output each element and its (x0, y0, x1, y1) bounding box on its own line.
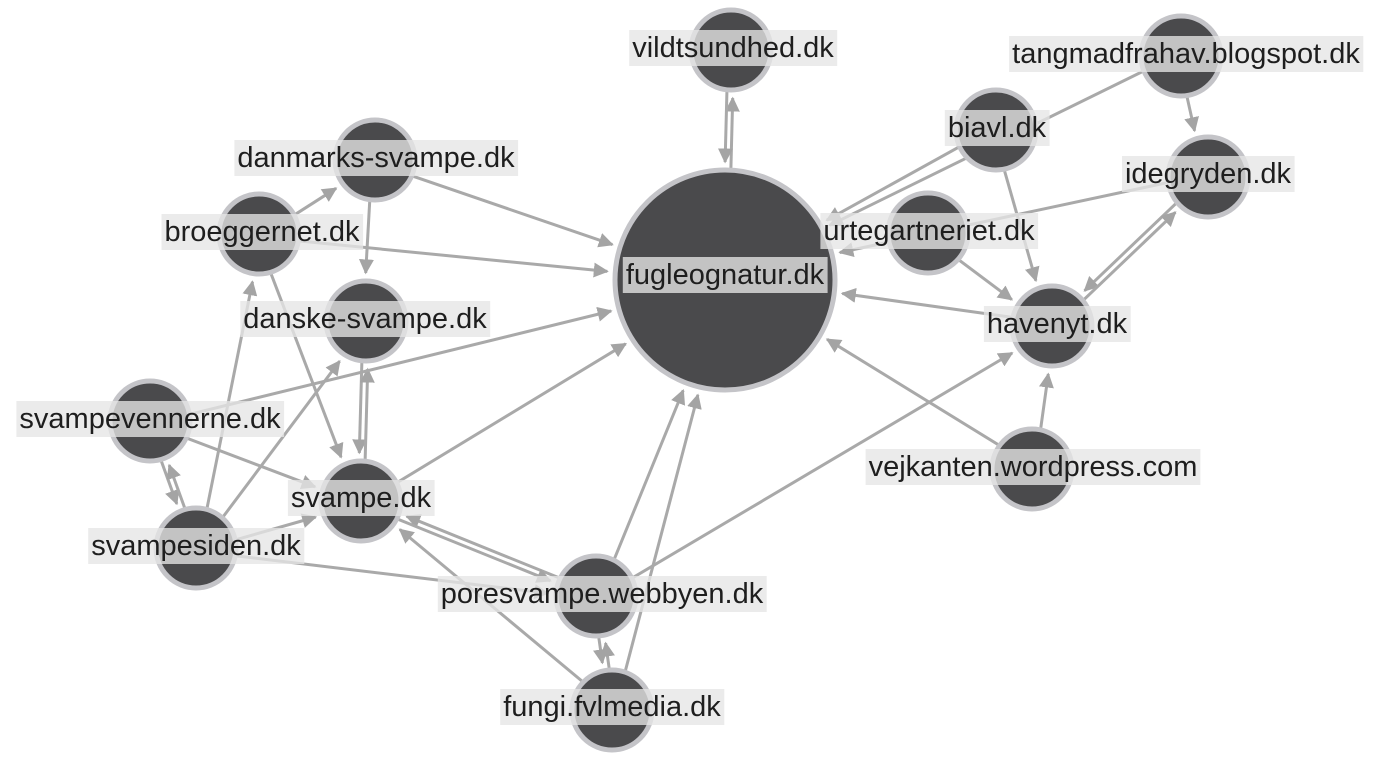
labels-layer: fugleognatur.dk vildtsundhed.dk tangmadfra… (16, 30, 1364, 725)
label-background (500, 689, 725, 725)
node-label-poresvampe: poresvampe.webbyen.dk (437, 576, 767, 612)
node-label-danske-svampe: danske-svampe.dk (240, 301, 491, 337)
label-background (865, 449, 1201, 485)
node-label-idegryden: idegryden.dk (1122, 156, 1295, 192)
node-label-urtegartneriet: urtegartneriet.dk (820, 213, 1039, 249)
edge-fungi-to-fugleognatur (615, 393, 702, 704)
label-background (240, 301, 491, 337)
node-label-text: urtegartneriet.dk (823, 215, 1035, 247)
node-label-text: danmarks-svampe.dk (237, 142, 515, 174)
label-background (1009, 36, 1364, 72)
node-label-fungi: fungi.fvlmedia.dk (500, 689, 725, 725)
node-label-text: biavl.dk (948, 112, 1047, 144)
label-background (437, 576, 767, 612)
node-label-text: svampesiden.dk (91, 530, 301, 562)
label-background (287, 480, 435, 516)
label-background (16, 401, 285, 437)
node-label-text: svampevennerne.dk (19, 403, 281, 435)
label-background (88, 528, 305, 564)
edge-broeggernet-to-svampe (257, 241, 344, 459)
edge-danmarks-svampe-to-fugleognatur (381, 163, 614, 248)
nodes-layer (107, 7, 1251, 753)
node-label-svampevennerne: svampevennerne.dk (16, 401, 285, 437)
label-background (820, 213, 1039, 249)
edge-svampesiden-to-danske-svampe (201, 359, 341, 545)
node-label-vejkanten: vejkanten.wordpress.com (865, 449, 1201, 485)
edge-fungi-to-svampe (398, 528, 609, 704)
node-label-text: vejkanten.wordpress.com (869, 451, 1198, 483)
label-background (944, 110, 1050, 146)
node-label-text: danske-svampe.dk (243, 303, 487, 335)
node-label-havenyt: havenyt.dk (983, 306, 1131, 342)
node-label-danmarks-svampe: danmarks-svampe.dk (234, 140, 519, 176)
edge-vejkanten-to-fugleognatur (825, 338, 1028, 464)
node-label-text: idegryden.dk (1125, 158, 1292, 190)
label-background (629, 30, 838, 66)
node-label-text: tangmadfrahav.blogspot.dk (1012, 38, 1360, 70)
label-background (234, 140, 519, 176)
node-label-vildtsundhed: vildtsundhed.dk (629, 30, 838, 66)
node-label-tangmadfrahav: tangmadfrahav.blogspot.dk (1009, 36, 1364, 72)
label-background (1122, 156, 1295, 192)
node-label-fugleognatur: fugleognatur.dk (622, 257, 828, 293)
label-background (983, 306, 1131, 342)
node-label-text: havenyt.dk (987, 308, 1128, 340)
node-label-svampe: svampe.dk (287, 480, 435, 516)
edge-svampe-to-fugleognatur (368, 342, 627, 501)
node-label-text: poresvampe.webbyen.dk (441, 578, 764, 610)
node-label-svampesiden: svampesiden.dk (88, 528, 305, 564)
node-label-biavl: biavl.dk (944, 110, 1050, 146)
edge-poresvampe-to-havenyt (603, 351, 1014, 596)
node-label-text: svampe.dk (291, 482, 432, 514)
node-label-text: fungi.fvlmedia.dk (503, 691, 721, 723)
node-label-text: fugleognatur.dk (626, 259, 825, 291)
label-background (622, 257, 828, 293)
label-background (161, 214, 364, 250)
edge-poresvampe-to-fugleognatur (600, 389, 686, 591)
node-label-text: vildtsundhed.dk (632, 32, 834, 64)
node-label-text: broeggernet.dk (164, 216, 360, 248)
node-label-broeggernet: broeggernet.dk (161, 214, 364, 250)
